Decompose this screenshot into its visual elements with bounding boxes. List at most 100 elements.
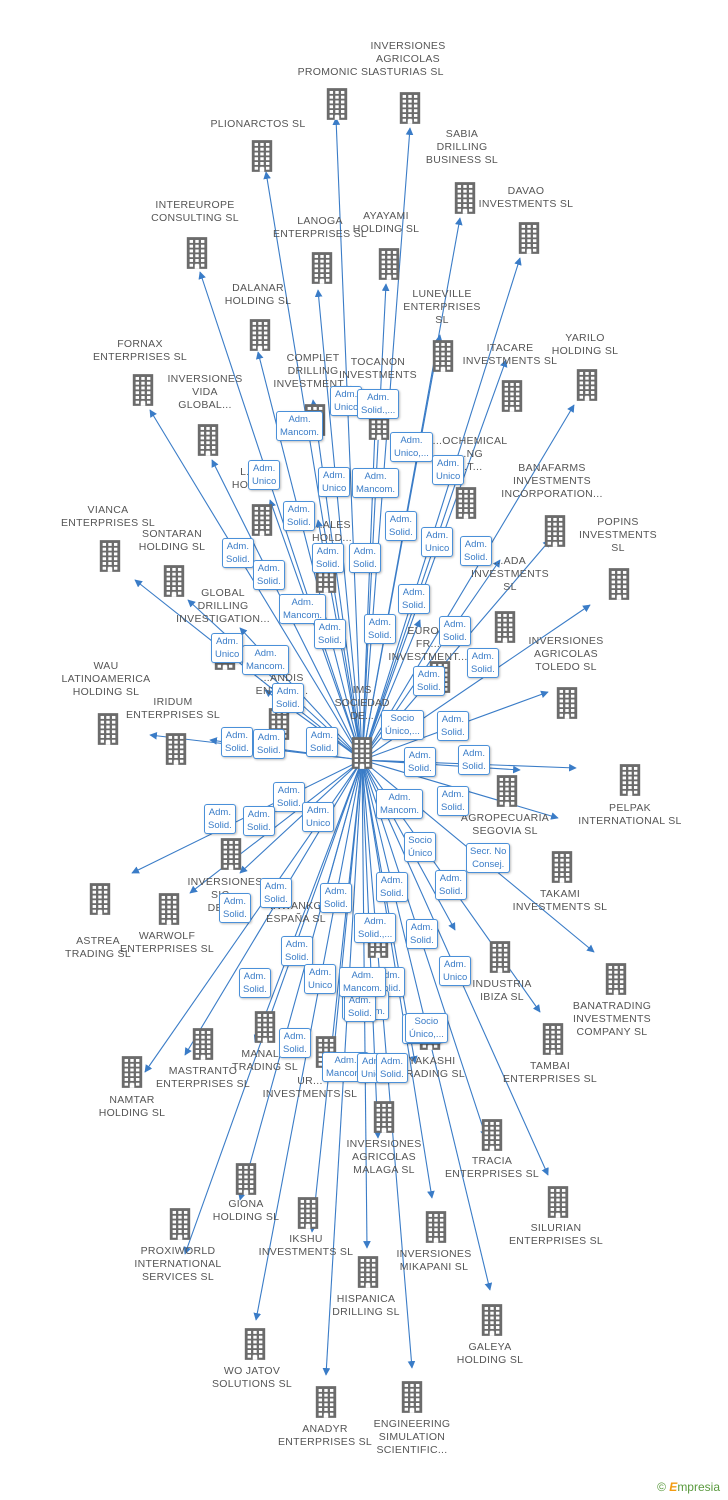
edge-role-label[interactable]: Adm. Solid. xyxy=(364,614,396,644)
center-node-label[interactable]: IMS SOCIEDAD DE... xyxy=(334,684,390,722)
company-node-label[interactable]: UR... INVESTMENTS SL xyxy=(262,1075,358,1100)
company-node-label[interactable]: DAVAO INVESTMENTS SL xyxy=(478,185,574,210)
edge-role-label[interactable]: Adm. Unico,... xyxy=(390,432,433,462)
company-node-label[interactable]: ...ADA INVESTMENTS SL xyxy=(471,555,549,593)
company-node-label[interactable]: PROXIWORLD INTERNATIONAL SERVICES SL xyxy=(134,1245,222,1283)
edge-role-label[interactable]: Adm. Solid. xyxy=(272,683,304,713)
company-node-label[interactable]: INDUSTRIA IBIZA SL xyxy=(472,978,532,1003)
company-node-label[interactable]: INVERSIONES MIKAPANI SL xyxy=(396,1248,472,1273)
company-node-label[interactable]: AYAYAMI HOLDING SL xyxy=(352,210,420,235)
edge-role-label[interactable]: Socio Único,... xyxy=(381,710,424,740)
company-node-label[interactable]: HISPANICA DRILLING SL xyxy=(332,1293,400,1318)
edge-role-label[interactable]: Secr. No Consej. xyxy=(466,843,511,873)
edge-role-label[interactable]: Adm. Solid. xyxy=(376,1053,408,1083)
edge-role-label[interactable]: Adm. Solid. xyxy=(458,745,490,775)
edge-role-label[interactable]: Adm. Solid. xyxy=(404,747,436,777)
edge-role-label[interactable]: Adm. Solid. xyxy=(460,536,492,566)
company-node-label[interactable]: YAKASHI TRADING SL xyxy=(398,1055,465,1080)
edge-role-label[interactable]: Adm. Solid. xyxy=(467,648,499,678)
edge-role-label[interactable]: Adm. Solid. xyxy=(243,806,275,836)
edge-role-label[interactable]: Adm. Solid. xyxy=(439,616,471,646)
edge-role-label[interactable]: Socio Único xyxy=(404,832,437,862)
edge-role-label[interactable]: Adm. Solid. xyxy=(204,804,236,834)
edge-role-label[interactable]: Adm. Unico xyxy=(318,467,351,497)
company-node-label[interactable]: AGROPECUARIA SEGOVIA SL xyxy=(460,812,550,837)
edge-role-label[interactable]: Adm. Solid. xyxy=(306,727,338,757)
edge-role-label[interactable]: Adm. Unico xyxy=(304,964,337,994)
company-node-label[interactable]: LANOGA ENTERPRISES SL xyxy=(272,215,368,240)
company-node-label[interactable]: PELPAK INTERNATIONAL SL xyxy=(578,802,682,827)
company-node-label[interactable]: WAU LATINOAMERICA HOLDING SL xyxy=(61,660,151,698)
edge-role-label[interactable]: Adm. Mancom. xyxy=(339,967,387,997)
edge-role-label[interactable]: Adm. Solid. xyxy=(253,560,285,590)
company-node-label[interactable]: INVERSIONES AGRICOLAS ASTURIAS SL xyxy=(370,40,446,78)
company-node-label[interactable]: GLOBAL DRILLING INVESTIGATION... xyxy=(176,587,270,625)
edge-role-label[interactable]: Adm. Solid. xyxy=(221,727,253,757)
edge-role-label[interactable]: Socio Único,... xyxy=(405,1013,448,1043)
company-node-label[interactable]: WO JATOV SOLUTIONS SL xyxy=(211,1365,293,1390)
company-node-label[interactable]: INVERSIONES AGRICOLAS MALAGA SL xyxy=(346,1138,422,1176)
company-node-label[interactable]: TRACIA ENTERPRISES SL xyxy=(444,1155,540,1180)
edge-role-label[interactable]: Adm. Solid. xyxy=(376,872,408,902)
edge-role-label[interactable]: Adm. Solid. xyxy=(279,1028,311,1058)
edge-role-label[interactable]: Adm. Solid. xyxy=(312,543,344,573)
edge-role-label[interactable]: Adm. Solid. xyxy=(283,501,315,531)
company-node-label[interactable]: PLIONARCTOS SL xyxy=(210,118,306,130)
edge-role-label[interactable]: Adm. Solid. xyxy=(219,893,251,923)
edge-role-label[interactable]: Adm. Solid. xyxy=(314,619,346,649)
edge-role-label[interactable]: Adm. Unico xyxy=(248,460,281,490)
edge-role-label[interactable]: Adm. Solid. xyxy=(273,782,305,812)
edge-role-label[interactable]: Adm. Solid. xyxy=(281,936,313,966)
company-node-label[interactable]: ANADYR ENTERPRISES SL xyxy=(277,1423,373,1448)
company-node-label[interactable]: IRIDUM ENTERPRISES SL xyxy=(125,696,221,721)
edge-role-label[interactable]: Adm. Mancom. xyxy=(242,645,290,675)
company-node-label[interactable]: BANAFARMS INVESTMENTS INCORPORATION... xyxy=(501,462,603,500)
edge-role-label[interactable]: Adm. Solid. xyxy=(260,878,292,908)
company-node-label[interactable]: BANATRADING INVESTMENTS COMPANY SL xyxy=(572,1000,652,1038)
company-node-label[interactable]: PROMONIC SL xyxy=(297,66,375,78)
company-node-label[interactable]: COMPLET DRILLING INVESTMENT... xyxy=(273,352,353,390)
edge-role-label[interactable]: Adm. Solid. xyxy=(398,584,430,614)
company-node-label[interactable]: MASTRANTO ENTERPRISES SL xyxy=(155,1065,251,1090)
company-node-label[interactable]: TAMBAI ENTERPRISES SL xyxy=(502,1060,598,1085)
company-node-label[interactable]: IKSHU INVESTMENTS SL xyxy=(258,1233,354,1258)
company-node-label[interactable]: INVERSIONES VIDA GLOBAL... xyxy=(167,373,243,411)
edge-role-label[interactable]: Adm. Unico xyxy=(421,527,454,557)
edge-role-label[interactable]: Adm. Solid. xyxy=(413,666,445,696)
edge-role-label[interactable]: Adm. Solid. xyxy=(349,543,381,573)
company-node-label[interactable]: EURO... FR... INVESTMENT... xyxy=(388,625,468,663)
edge-role-label[interactable]: Adm. Solid. xyxy=(435,870,467,900)
company-node-label[interactable]: WARWOLF ENTERPRISES SL xyxy=(119,930,215,955)
edge-role-label[interactable]: Adm. Unico xyxy=(211,633,244,663)
edge-role-label[interactable]: Adm. Solid.,... xyxy=(357,389,400,419)
company-node-label[interactable]: SONTARAN HOLDING SL xyxy=(138,528,206,553)
company-node-label[interactable]: VIANCA ENTERPRISES SL xyxy=(60,504,156,529)
company-node-label[interactable]: INTEREUROPE CONSULTING SL xyxy=(151,199,239,224)
company-node-label[interactable]: ENGINEERING SIMULATION SCIENTIFIC... xyxy=(373,1418,451,1456)
edge-role-label[interactable]: Adm. Unico xyxy=(330,386,363,416)
edge-role-label[interactable]: Adm. Mancom. xyxy=(352,468,400,498)
edge-role-label[interactable]: Adm. Solid. xyxy=(385,511,417,541)
company-node-label[interactable]: POPINS INVESTMENTS SL xyxy=(579,516,657,554)
company-node-label[interactable]: DALANAR HOLDING SL xyxy=(224,282,292,307)
edge-role-label[interactable]: Adm. Solid. xyxy=(222,538,254,568)
company-node-label[interactable]: LUNEVILLE ENTERPRISES SL xyxy=(403,288,481,326)
company-node-label[interactable]: INVERSIONES AGRICOLAS TOLEDO SL xyxy=(528,635,604,673)
edge-role-label[interactable]: Adm. Mancom. xyxy=(276,411,324,441)
company-node-label[interactable]: GIONA HOLDING SL xyxy=(212,1198,280,1223)
edge-role-label[interactable]: Adm. Solid. xyxy=(437,786,469,816)
edge-role-label[interactable]: Adm. Solid. xyxy=(239,968,271,998)
company-node-label[interactable]: ASTREA TRADING SL xyxy=(64,935,131,960)
company-node-label[interactable]: GALEYA HOLDING SL xyxy=(456,1341,524,1366)
company-node-label[interactable]: SILURIAN ENTERPRISES SL xyxy=(508,1222,604,1247)
edge-role-label[interactable]: Adm. Solid. xyxy=(253,729,285,759)
edge-role-label[interactable]: Adm. Mancom. xyxy=(376,789,424,819)
edge-role-label[interactable]: Adm. Unico xyxy=(432,455,465,485)
edge-role-label[interactable]: Adm. Solid. xyxy=(406,919,438,949)
edge-role-label[interactable]: Adm. Solid. xyxy=(437,711,469,741)
edge-role-label[interactable]: Adm. Unico xyxy=(302,802,335,832)
company-node-label[interactable]: TAKAMI INVESTMENTS SL xyxy=(512,888,608,913)
company-node-label[interactable]: MANAL... TRADING SL xyxy=(231,1048,298,1073)
company-node-label[interactable]: ITACARE INVESTMENTS SL xyxy=(462,342,558,367)
company-node-label[interactable]: NAMTAR HOLDING SL xyxy=(98,1094,166,1119)
